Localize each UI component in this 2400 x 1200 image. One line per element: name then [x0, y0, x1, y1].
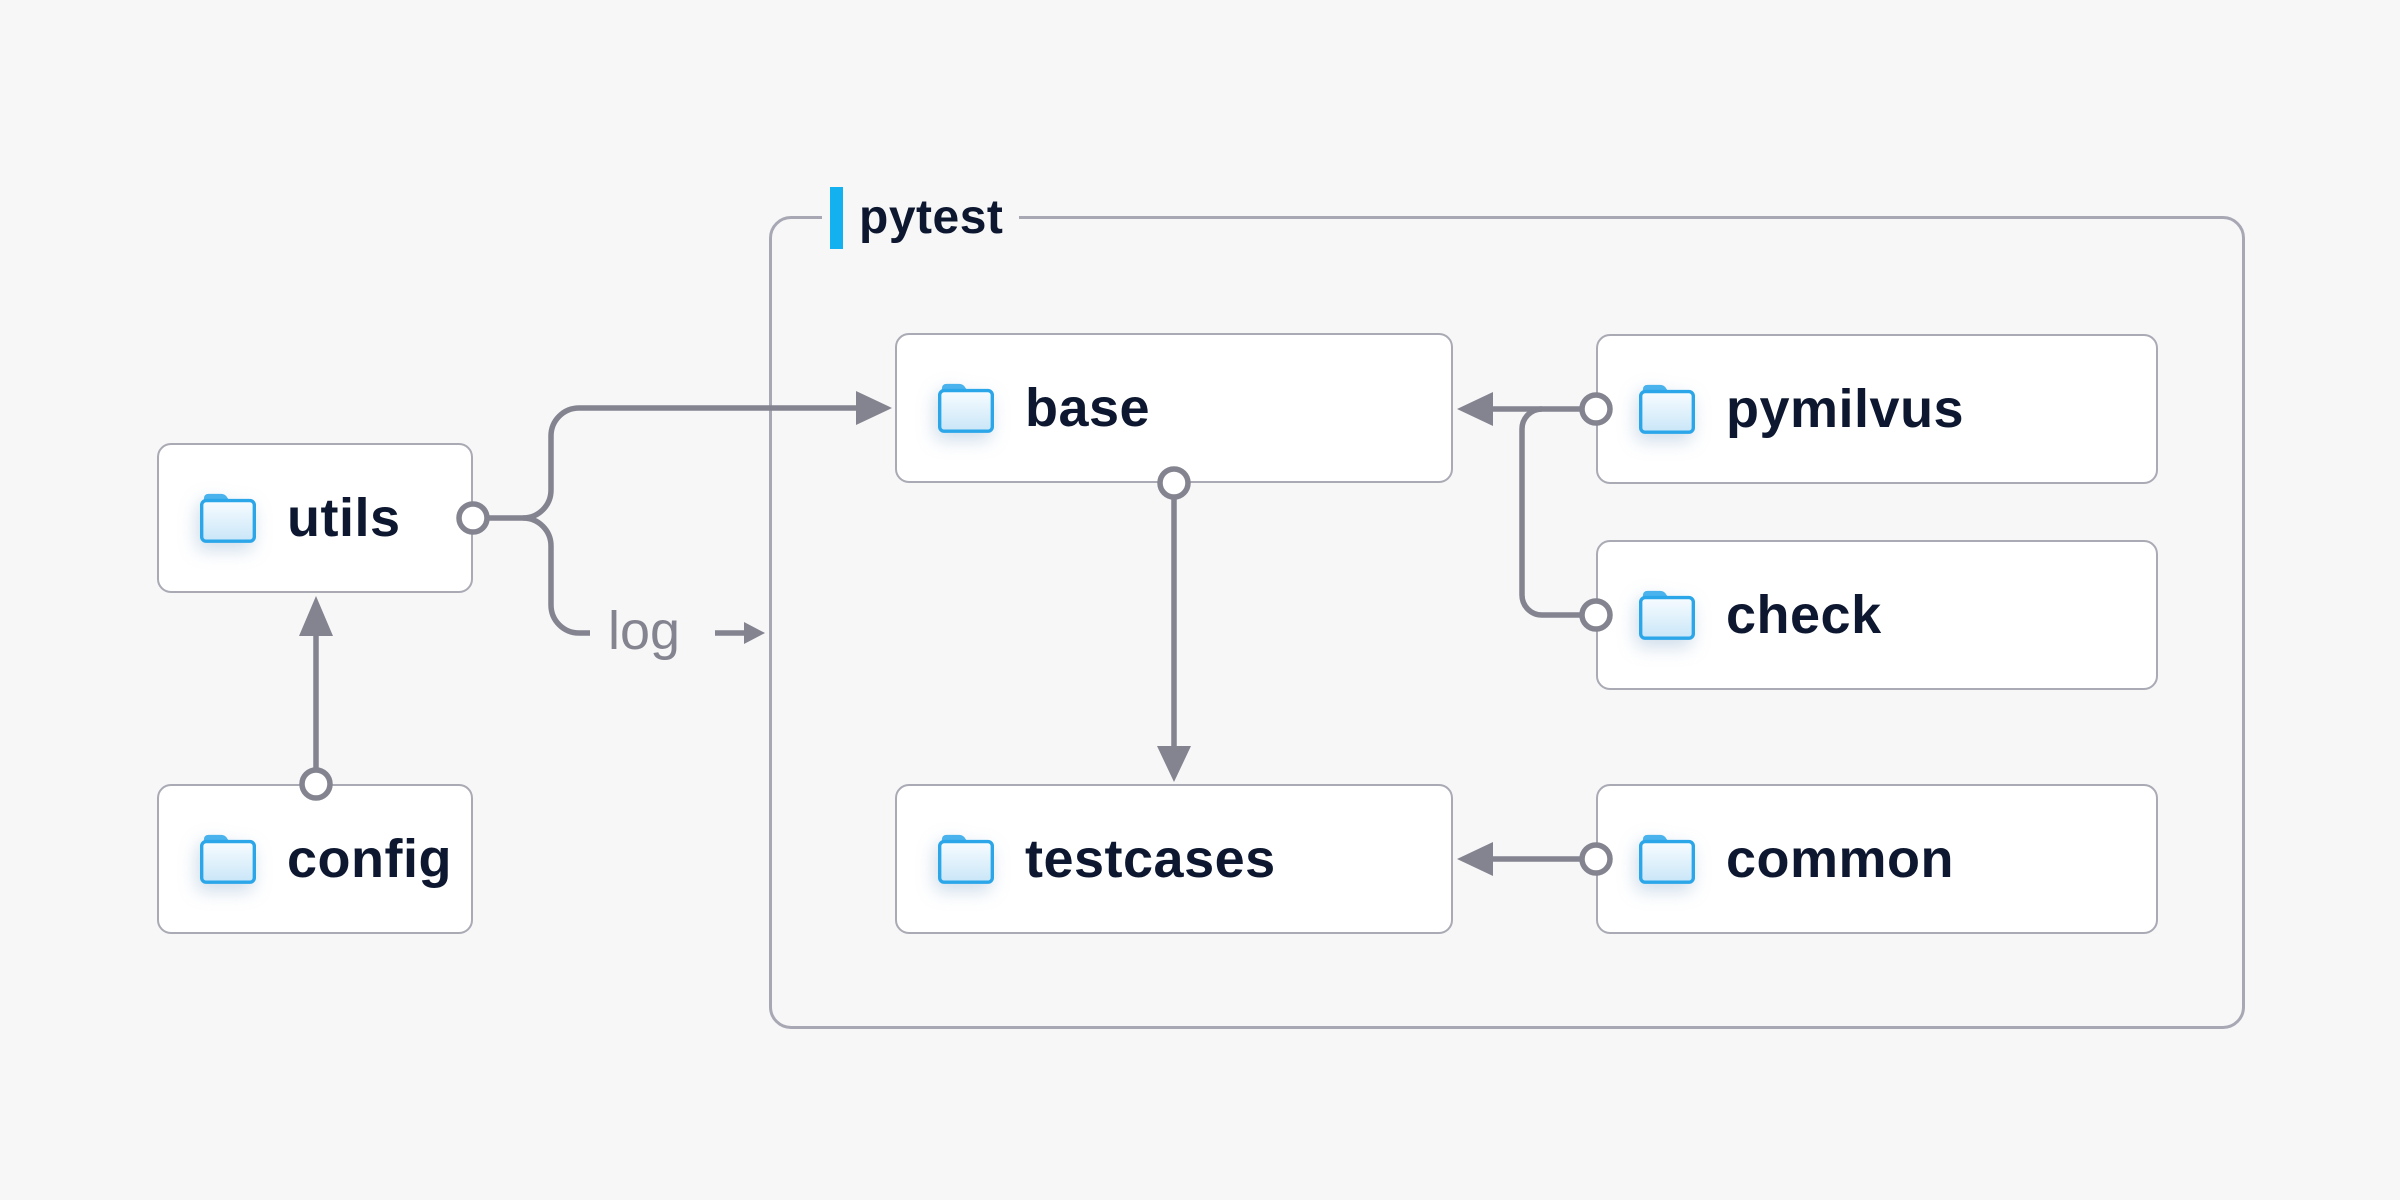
- node-config: config: [157, 784, 473, 934]
- node-check: check: [1596, 540, 2158, 690]
- node-label: testcases: [1025, 829, 1276, 889]
- folder-icon: [1635, 587, 1699, 643]
- arrowhead-up: [299, 596, 333, 636]
- folder-icon: [934, 380, 998, 436]
- node-common: common: [1596, 784, 2158, 934]
- accent-bar: [830, 187, 843, 249]
- node-label: pymilvus: [1726, 379, 1965, 439]
- node-label: common: [1726, 829, 1955, 889]
- log-edge-label: log: [608, 601, 681, 661]
- node-pymilvus: pymilvus: [1596, 334, 2158, 484]
- edge-config-utils: [299, 596, 333, 801]
- arrowhead-right-small: [744, 622, 765, 644]
- node-label: base: [1025, 378, 1151, 438]
- pytest-container-label: pytest: [822, 185, 1020, 251]
- pytest-container: pytest: [769, 185, 2245, 1029]
- node-label: utils: [287, 488, 401, 548]
- folder-icon: [934, 831, 998, 887]
- node-utils: utils: [157, 443, 473, 593]
- pytest-label-text: pytest: [859, 191, 1004, 244]
- folder-icon: [1635, 831, 1699, 887]
- node-label: config: [287, 829, 452, 889]
- node-base: base: [895, 333, 1453, 483]
- folder-icon: [196, 490, 260, 546]
- folder-icon: [196, 831, 260, 887]
- node-label: check: [1726, 585, 1882, 645]
- node-testcases: testcases: [895, 784, 1453, 934]
- folder-icon: [1635, 381, 1699, 437]
